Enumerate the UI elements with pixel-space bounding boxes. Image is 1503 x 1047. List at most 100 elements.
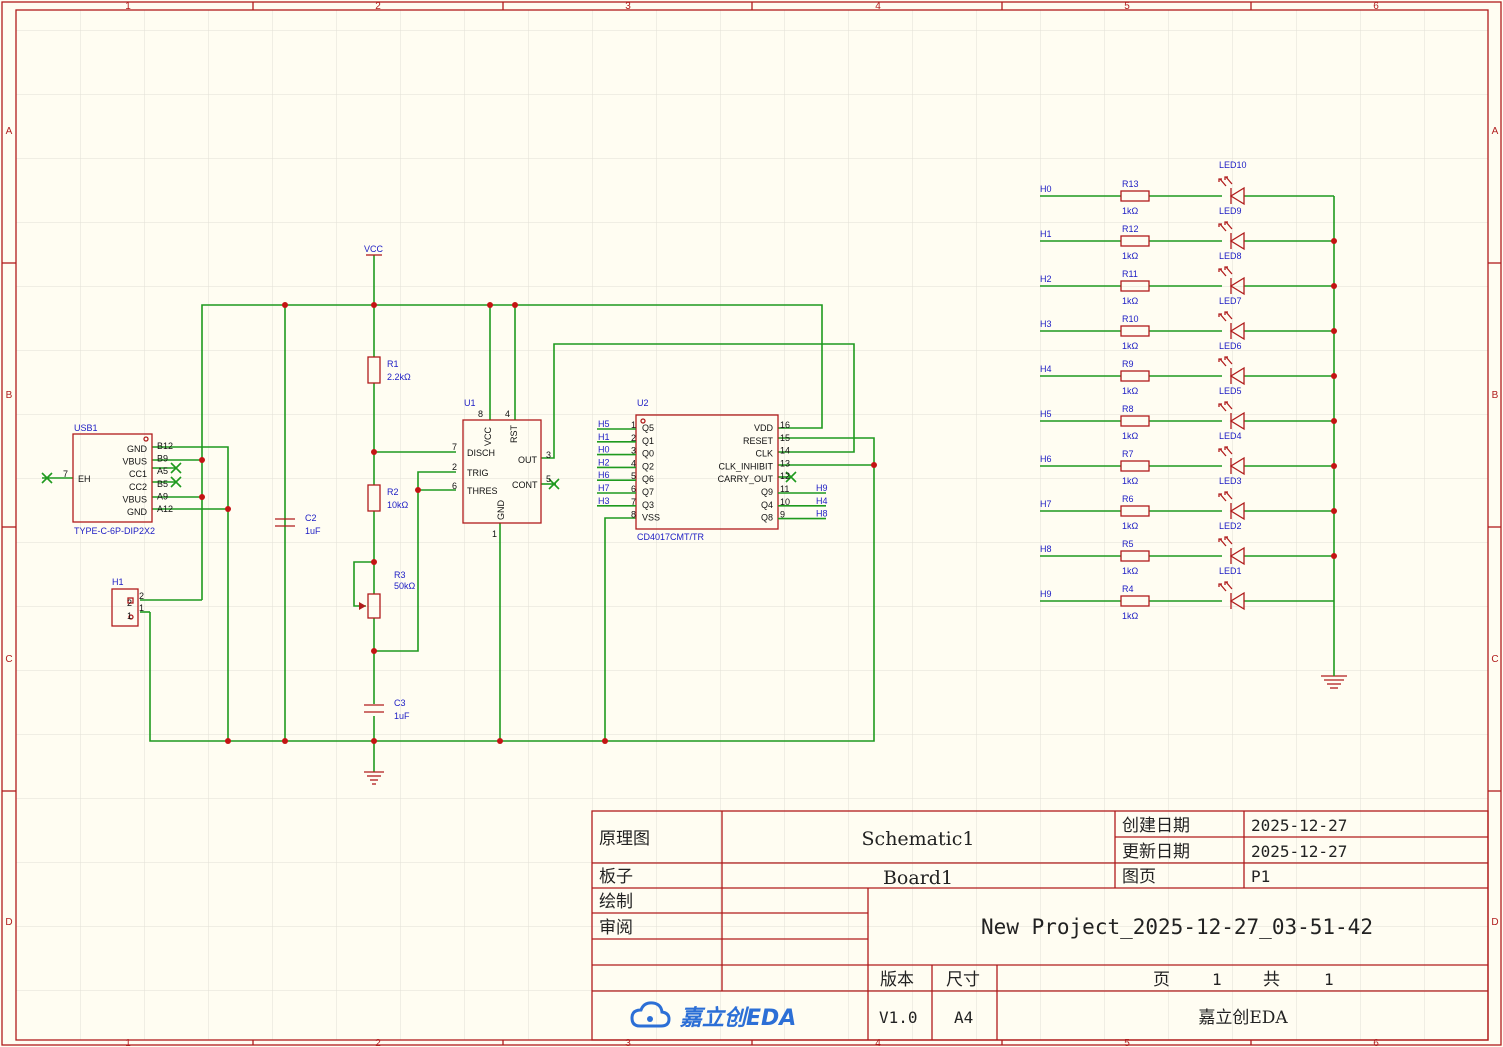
svg-text:7: 7 <box>452 442 457 452</box>
net-label: H9 <box>816 483 828 493</box>
usb-pin-number: B5 <box>157 479 168 489</box>
u2-right-pin-label: Q4 <box>761 500 773 510</box>
border-row-label: C <box>5 654 12 665</box>
resistor <box>1120 190 1150 202</box>
resistor <box>1120 550 1150 562</box>
resistor-ref: R12 <box>1122 224 1139 234</box>
led-ref: LED10 <box>1219 160 1247 170</box>
junction-dot <box>1331 328 1337 334</box>
svg-text:EH: EH <box>78 474 91 484</box>
junction-dot <box>282 302 288 308</box>
led-symbol <box>1229 411 1245 431</box>
svg-text:1: 1 <box>492 529 497 539</box>
junction-dot <box>199 457 205 463</box>
led-symbol <box>1229 591 1245 611</box>
junction-dot <box>602 738 608 744</box>
led-ref: LED9 <box>1219 206 1242 216</box>
led-light-arrows <box>1218 491 1233 502</box>
svg-text:共: 共 <box>1263 970 1280 990</box>
border-row-label: B <box>1492 390 1499 401</box>
r1-resistor[interactable]: R1 2.2kΩ <box>367 356 411 384</box>
resistor-ref: R9 <box>1122 359 1134 369</box>
u2-right-pin-label: VDD <box>754 423 774 433</box>
resistor-value: 1kΩ <box>1122 386 1139 396</box>
resistor <box>1120 235 1150 247</box>
c3-capacitor[interactable]: C3 1uF <box>364 698 410 721</box>
svg-text:C3: C3 <box>394 698 406 708</box>
junction-dot <box>1331 463 1337 469</box>
usb-pin-number: A12 <box>157 504 173 514</box>
led-ref: LED7 <box>1219 296 1242 306</box>
led-light-arrows <box>1218 356 1233 367</box>
led-symbol <box>1229 186 1245 206</box>
svg-text:板子: 板子 <box>599 867 633 887</box>
resistor-ref: R13 <box>1122 179 1139 189</box>
border-row-label: B <box>6 390 13 401</box>
junction-dot <box>1331 238 1337 244</box>
junction-dot <box>225 738 231 744</box>
u2-right-pin-number: 13 <box>780 458 790 468</box>
grid <box>16 10 1488 1040</box>
svg-text:50kΩ: 50kΩ <box>394 581 416 591</box>
u2-left-pin-number: 4 <box>631 458 636 468</box>
svg-text:10kΩ: 10kΩ <box>387 500 409 510</box>
u2-left-pin-number: 5 <box>631 471 636 481</box>
no-connect-marks <box>41 462 797 490</box>
svg-text:THRES: THRES <box>467 486 498 496</box>
h1-header[interactable]: H1 2 1 2 1 <box>111 577 144 627</box>
u2-left-pin-label: Q1 <box>642 436 654 446</box>
svg-text:V1.0: V1.0 <box>879 1008 918 1027</box>
created-date: 2025-12-27 <box>1251 816 1347 835</box>
resistor <box>1120 370 1150 382</box>
u2-right-pin-label: CARRY_OUT <box>718 474 774 484</box>
svg-text:TYPE-C-6P-DIP2X2: TYPE-C-6P-DIP2X2 <box>74 526 155 536</box>
u2-counter-ic[interactable]: U2 CD4017CMT/TR Q51H5Q12H1Q03H0Q24H2Q65H… <box>597 398 828 542</box>
usb-pin-label: VBUS <box>122 494 147 504</box>
resistor <box>1120 415 1150 427</box>
resistor <box>1120 460 1150 472</box>
c2-capacitor[interactable]: C2 1uF <box>275 513 321 536</box>
border-col-label: 5 <box>1124 1 1130 12</box>
u1-timer-ic[interactable]: U1 DISCH TRIG THRES OUT CONT VCC RST GND… <box>452 398 551 539</box>
led-symbol <box>1229 366 1245 386</box>
svg-text:创建日期: 创建日期 <box>1122 816 1190 836</box>
junction-dot <box>415 487 421 493</box>
u2-right-pin-number: 9 <box>780 510 785 520</box>
u2-right-pin-label: Q9 <box>761 487 773 497</box>
r3-potentiometer[interactable]: R3 50kΩ <box>359 570 416 619</box>
svg-text:VCC: VCC <box>364 244 384 254</box>
u2-right-pin-number: 16 <box>780 420 790 430</box>
svg-text:OUT: OUT <box>518 455 538 465</box>
junction-dot <box>487 302 493 308</box>
border-col-label: 3 <box>625 1 631 12</box>
usb-pin-label: CC2 <box>129 482 147 492</box>
svg-text:R2: R2 <box>387 487 399 497</box>
u2-right-pin-label: CLK <box>755 449 773 459</box>
led-ref: LED6 <box>1219 341 1242 351</box>
junctions <box>199 302 877 744</box>
svg-text:GND: GND <box>496 500 506 521</box>
svg-text:6: 6 <box>452 481 457 491</box>
net-label: H3 <box>1040 319 1052 329</box>
u2-left-pin-label: Q5 <box>642 423 654 433</box>
border-col-label: 4 <box>875 1038 881 1047</box>
title-block: 原理图 Schematic1 板子 Board1 绘制 审阅 创建日期 2025… <box>591 810 1489 1041</box>
led-light-arrows <box>1218 581 1233 592</box>
svg-text:版本: 版本 <box>880 970 914 990</box>
led-symbol <box>1229 546 1245 566</box>
r2-resistor[interactable]: R2 10kΩ <box>367 484 409 512</box>
net-label: H4 <box>1040 364 1052 374</box>
junction-dot <box>371 648 377 654</box>
